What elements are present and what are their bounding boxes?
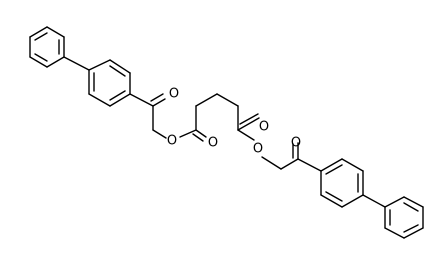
atom-label-ketone-oxygen-bottom: O (291, 136, 301, 151)
atom-label-carbonyl-oxygen-left: O (208, 136, 218, 151)
atom-label-ester-oxygen-left: O (167, 134, 177, 149)
phenyl-ring-top-left (29, 26, 65, 68)
phenylene-ring-bottom-right (320, 158, 364, 208)
phenylene-ring-top-left (88, 59, 131, 107)
ketone-linker-top-left (129, 93, 167, 139)
atom-label-carbonyl-oxygen-right: O (259, 120, 269, 135)
atom-label-ketone-oxygen-top: O (169, 87, 179, 102)
ketone-linker-bottom-right (261, 142, 322, 172)
adipate-chain (179, 93, 260, 142)
biphenyl-bond-bottom-right (362, 194, 386, 208)
phenyl-ring-bottom-right (384, 196, 424, 239)
biphenyl-bond-top-left (63, 56, 90, 71)
atom-label-ester-oxygen-right: O (253, 142, 263, 157)
